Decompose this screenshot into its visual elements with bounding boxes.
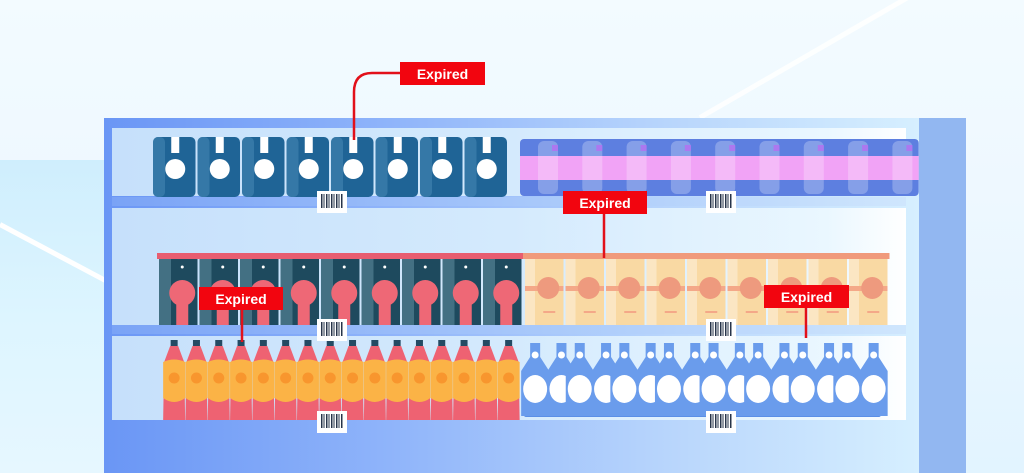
wheat-icon <box>393 137 402 153</box>
barcode-icon <box>321 194 343 208</box>
orange-bottle-cap <box>170 340 178 346</box>
barcode-icon <box>710 194 732 208</box>
pink-can-product <box>538 141 558 194</box>
orange-bottle-cap <box>482 340 490 346</box>
pink-can-product <box>759 141 780 194</box>
wheat-icon <box>215 137 224 153</box>
orange-bottle-cap <box>192 340 200 346</box>
wheat-icon <box>171 137 180 153</box>
orange-bottle-cap <box>505 340 513 346</box>
pink-can-product <box>892 141 913 194</box>
orange-bottle-cap <box>371 340 379 346</box>
wheat-icon <box>349 137 358 153</box>
barcode-tag <box>317 191 347 213</box>
pouch-strip <box>157 253 524 259</box>
wheat-icon <box>260 137 269 153</box>
pink-can-product <box>582 141 603 194</box>
orange-bottle-cap <box>282 340 290 346</box>
orange-bottle-cap <box>349 340 357 346</box>
wheat-icon <box>438 137 447 153</box>
background-panel <box>0 160 110 473</box>
barcode-tag <box>706 319 736 341</box>
expired-label: Expired <box>400 62 485 85</box>
barcode-icon <box>710 322 732 336</box>
barcode-icon <box>321 322 343 336</box>
orange-bottle-cap <box>460 340 468 346</box>
pink-can-product <box>803 141 824 194</box>
orange-bottle-cap <box>326 340 334 346</box>
orange-bottle-cap <box>304 340 312 346</box>
wheat-icon <box>304 137 313 153</box>
pink-can-product <box>848 141 869 194</box>
barcode-icon <box>710 414 732 428</box>
barcode-tag <box>317 411 347 433</box>
orange-bottle-cap <box>237 340 245 346</box>
barcode-tag <box>317 319 347 341</box>
orange-bottle-cap <box>438 340 446 346</box>
barcode-tag <box>706 191 736 213</box>
orange-bottle-cap <box>259 340 267 346</box>
barcode-tag <box>706 411 736 433</box>
shelf-side-panel <box>919 118 966 473</box>
expired-label: Expired <box>563 191 647 214</box>
snack-strip <box>523 253 890 259</box>
pink-can-product <box>670 141 691 194</box>
orange-bottle-cap <box>393 340 401 346</box>
wheat-icon <box>482 137 491 153</box>
pink-can-product <box>626 141 647 194</box>
shelf-edge <box>112 325 906 334</box>
pink-can-product <box>715 141 736 194</box>
barcode-icon <box>321 414 343 428</box>
shelf-edge <box>112 197 906 206</box>
orange-bottle-cap <box>215 340 223 346</box>
expired-label: Expired <box>199 287 283 310</box>
orange-bottle-cap <box>415 340 423 346</box>
expired-label: Expired <box>764 285 849 308</box>
